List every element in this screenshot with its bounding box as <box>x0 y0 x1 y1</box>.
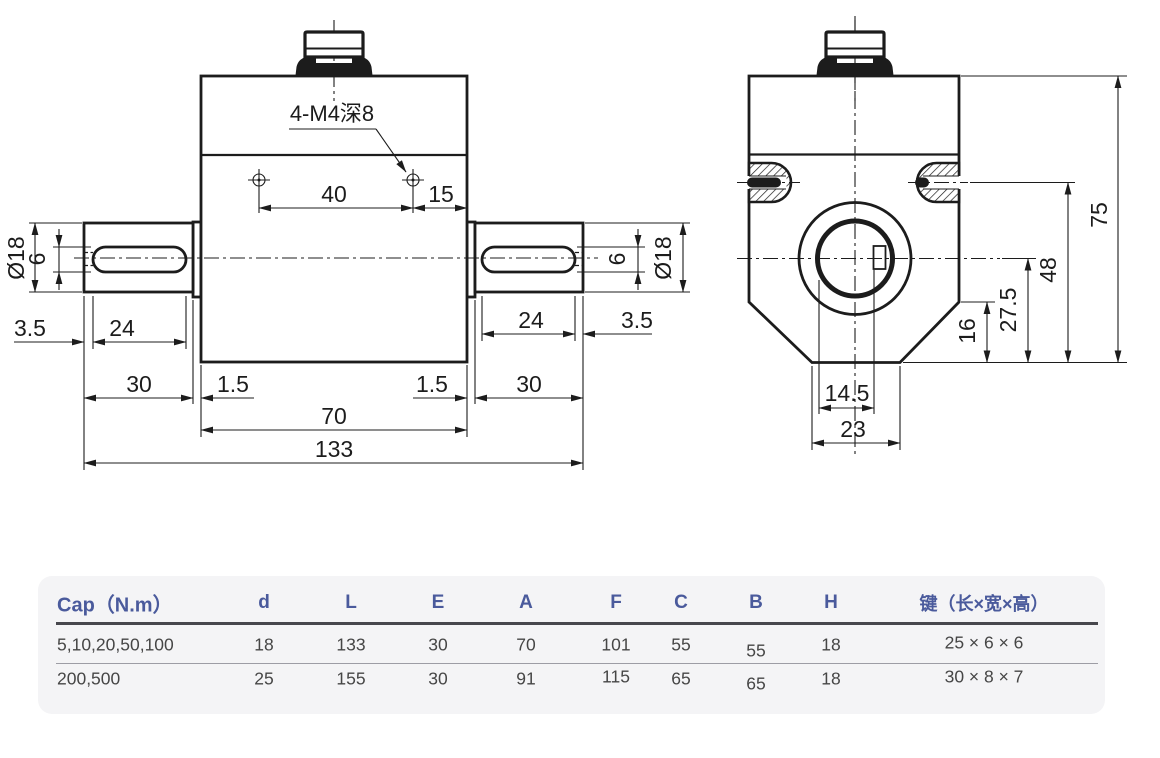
sensor-body <box>199 74 469 364</box>
table-row2-l: 155 <box>336 668 366 689</box>
col-header-c: C <box>674 592 688 613</box>
left-keyway-slot <box>91 245 188 274</box>
col-header-l: L <box>345 592 357 613</box>
dim-70: 70 <box>321 403 347 429</box>
dim-1p5-right: 1.5 <box>416 371 448 397</box>
spec-table: Cap（N.m） d L E A F C B H 键（长×宽×高） 5,10,2… <box>38 576 1105 714</box>
leader-line <box>375 128 407 173</box>
front-dimensions: 40 15 Ø18 6 6 Ø18 <box>3 181 690 470</box>
dim-75: 75 <box>1086 202 1112 228</box>
table-row2-b: 65 <box>746 673 766 694</box>
dim-30-right: 30 <box>516 371 542 397</box>
thread-note: 4-M4深8 <box>290 101 374 126</box>
dim-6-left: 6 <box>24 253 50 266</box>
table-row1-a: 70 <box>516 634 536 655</box>
dim-24-right: 24 <box>518 307 544 333</box>
table-row1-d: 18 <box>254 634 274 655</box>
dim-30-left: 30 <box>126 371 152 397</box>
table-row1-h: 18 <box>821 634 841 655</box>
table-row1-cap: 5,10,20,50,100 <box>57 634 174 655</box>
col-header-d: d <box>258 592 270 613</box>
dim-dia18-right: Ø18 <box>650 236 676 279</box>
table-row2-h: 18 <box>821 668 841 689</box>
row-divider <box>56 663 1098 664</box>
header-divider <box>56 622 1098 625</box>
right-keyway-slot <box>480 245 577 274</box>
col-header-b: B <box>749 592 763 613</box>
col-header-f: F <box>610 592 622 613</box>
col-header-cap: Cap（N.m） <box>57 594 173 617</box>
table-row2-f: 115 <box>602 666 630 687</box>
dim-1p5-left: 1.5 <box>217 371 249 397</box>
dimension-drawing: 4-M4深8 40 15 Ø18 6 6 <box>3 16 1127 470</box>
table-row1-key: 25 × 6 × 6 <box>944 632 1024 653</box>
dim-16: 16 <box>954 318 980 344</box>
table-row1-f: 101 <box>601 634 631 655</box>
table-row2-e: 30 <box>428 668 448 689</box>
table-row2-cap: 200,500 <box>57 668 121 689</box>
col-header-key: 键（长×宽×高） <box>919 594 1049 614</box>
table-row1-b: 55 <box>746 640 766 661</box>
dim-40: 40 <box>321 181 347 207</box>
col-header-h: H <box>824 592 838 613</box>
dim-dia18-left: Ø18 <box>3 236 29 279</box>
table-row2-a: 91 <box>516 668 536 689</box>
table-row1-e: 30 <box>428 634 448 655</box>
table-row2-c: 65 <box>671 668 691 689</box>
dim-6-right: 6 <box>604 253 630 266</box>
table-row2-d: 25 <box>254 668 274 689</box>
keyway-notch <box>872 245 887 270</box>
front-view: 4-M4深8 40 15 Ø18 6 6 <box>3 18 690 470</box>
dim-14p5: 14.5 <box>825 380 870 406</box>
dim-15: 15 <box>428 181 454 207</box>
table-row1-c: 55 <box>671 634 691 655</box>
dim-133: 133 <box>315 436 353 462</box>
dim-48: 48 <box>1035 257 1061 283</box>
dim-27p5: 27.5 <box>995 288 1021 333</box>
col-header-e: E <box>431 592 445 613</box>
side-view: 75 48 27.5 16 14.5 23 <box>737 16 1127 455</box>
dim-24-left: 24 <box>109 315 135 341</box>
col-header-a: A <box>519 592 533 613</box>
table-row2-key: 30 × 8 × 7 <box>944 666 1024 687</box>
side-dimensions: 75 48 27.5 16 14.5 23 <box>811 75 1127 450</box>
table-row1-l: 133 <box>336 634 366 655</box>
dim-3p5-right: 3.5 <box>621 307 653 333</box>
dim-23: 23 <box>840 416 866 442</box>
dim-3p5-left: 3.5 <box>14 315 46 341</box>
